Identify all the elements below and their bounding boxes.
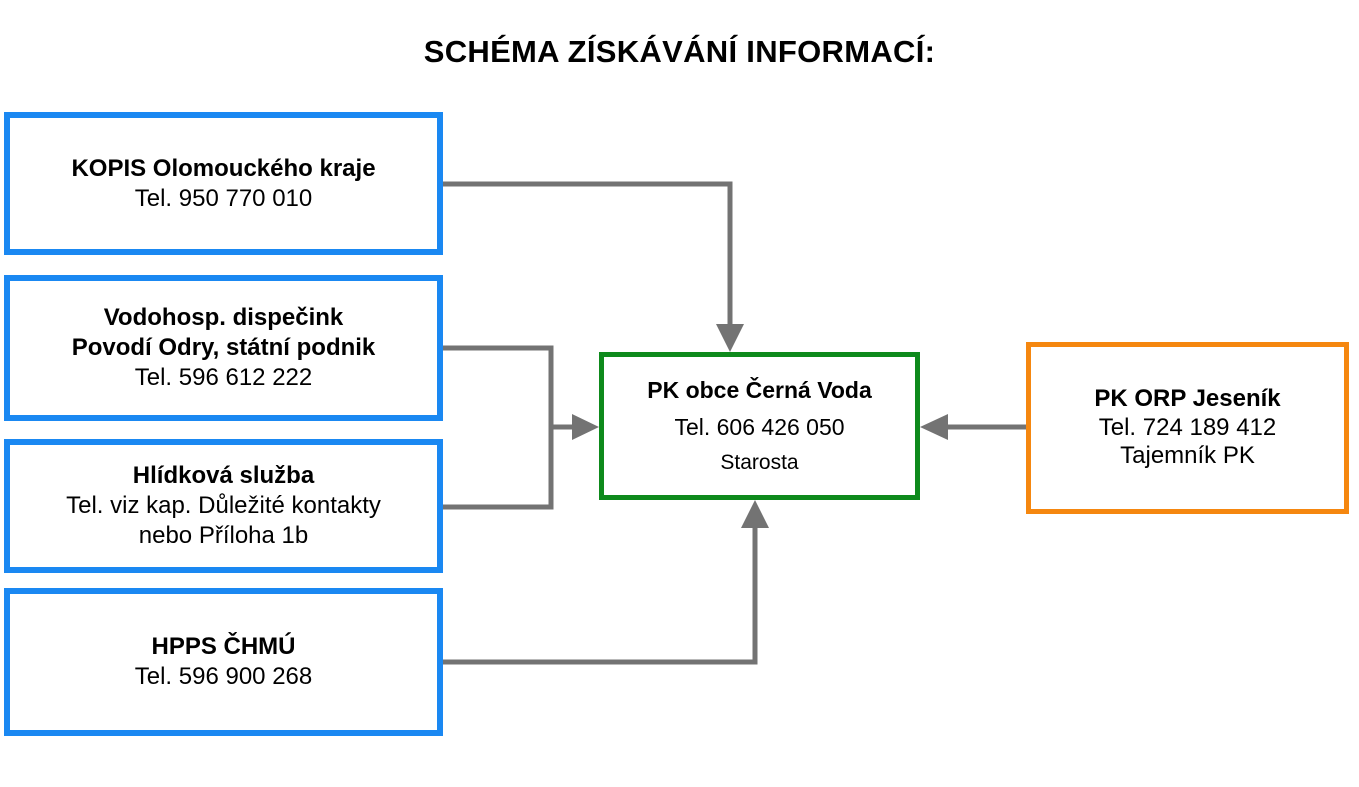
orp-box-jesenik: PK ORP Jeseník Tel. 724 189 412 Tajemník… (1026, 342, 1349, 514)
connector-kopis-to-center (443, 181, 733, 326)
source-box-kopis: KOPIS Olomouckého kraje Tel. 950 770 010 (4, 112, 443, 255)
orp-phone: Tel. 724 189 412 (1098, 413, 1277, 441)
source-phone: Tel. 596 900 268 (134, 663, 313, 690)
source-box-vodohosp: Vodohosp. dispečink Povodí Odry, státní … (4, 275, 443, 421)
orp-name: PK ORP Jeseník (1094, 384, 1281, 412)
source-box-hlidkova: Hlídková služba Tel. viz kap. Důležité k… (4, 439, 443, 573)
source-phone-reference: Tel. viz kap. Důležité kontakty (66, 492, 381, 519)
arrowhead-kopis (716, 324, 744, 352)
source-name: Hlídková služba (132, 462, 315, 489)
connector-hlidkova-to-merge (443, 427, 554, 510)
connector-hpps-to-center (443, 526, 758, 665)
source-name: HPPS ČHMÚ (151, 633, 296, 660)
center-name: PK obce Černá Voda (647, 377, 872, 404)
source-name-line-1: Vodohosp. dispečink (103, 304, 344, 331)
center-box-pk-obce: PK obce Černá Voda Tel. 606 426 050 Star… (599, 352, 920, 500)
arrowhead-hpps (741, 500, 769, 528)
connector-vodohosp-to-merge (443, 345, 554, 427)
diagram-title: SCHÉMA ZÍSKÁVÁNÍ INFORMACÍ: (423, 34, 936, 69)
orp-role: Tajemník PK (1120, 442, 1255, 470)
source-phone: Tel. 950 770 010 (134, 184, 313, 212)
center-phone: Tel. 606 426 050 (674, 413, 845, 440)
source-appendix-reference: nebo Příloha 1b (138, 522, 309, 549)
center-role: Starosta (720, 450, 799, 474)
source-name: KOPIS Olomouckého kraje (71, 154, 376, 182)
source-name-line-2: Povodí Odry, státní podnik (71, 334, 376, 361)
source-box-hpps: HPPS ČHMÚ Tel. 596 900 268 (4, 588, 443, 736)
source-phone: Tel. 596 612 222 (134, 364, 313, 391)
arrowhead-orp (920, 414, 948, 440)
arrowhead-merge (572, 414, 599, 440)
